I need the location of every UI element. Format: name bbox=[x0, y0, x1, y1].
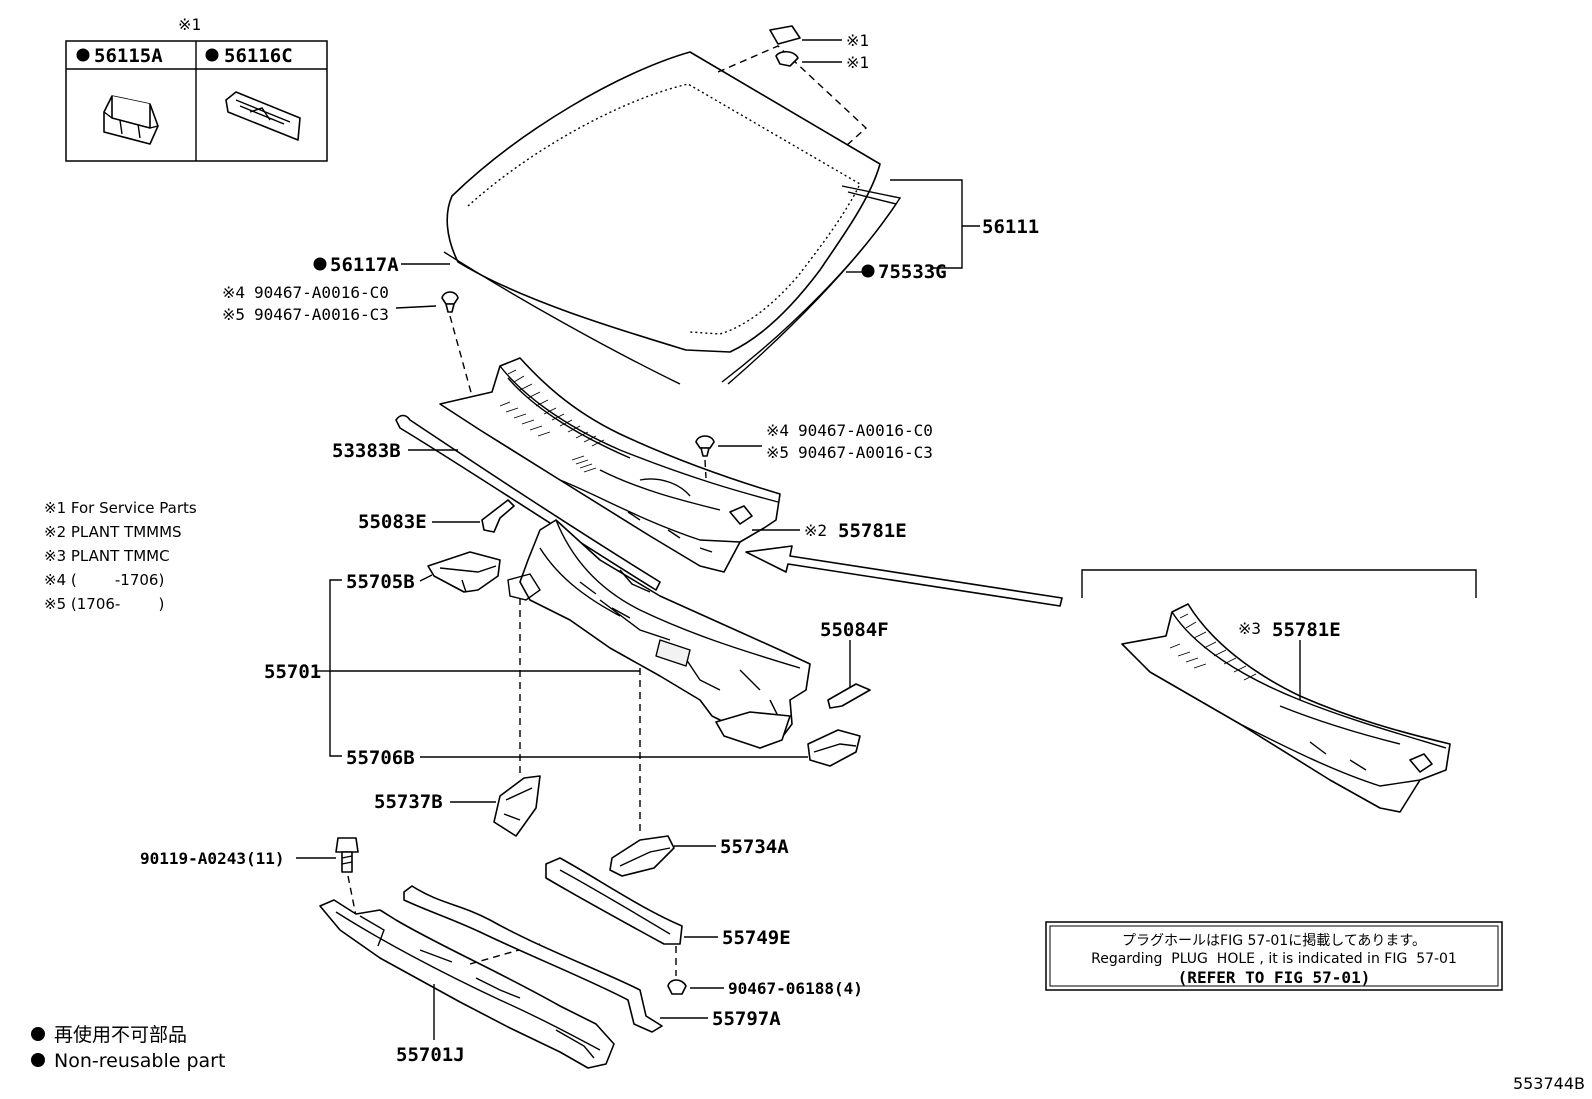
cowl-clip-a: ※4 90467-A0016-C0 ※5 90467-A0016-C3 bbox=[222, 283, 473, 397]
reference-line-3: (REFER TO FIG 57-01) bbox=[1178, 968, 1371, 987]
panel-extension-left bbox=[419, 551, 501, 593]
notes-list: ※1 For Service Parts ※2 PLANT TMMMS ※3 P… bbox=[44, 499, 197, 613]
cowl-clip-b: ※4 90467-A0016-C0 ※5 90467-A0016-C3 bbox=[695, 421, 933, 479]
callout-lower-panel: 55701J bbox=[396, 1044, 465, 1066]
clip-56115a-drawing bbox=[103, 95, 159, 145]
non-reusable-dot-icon bbox=[205, 48, 219, 62]
non-reusable-dot-icon bbox=[76, 48, 90, 62]
callout-clip-top-1: ※1 bbox=[846, 31, 869, 50]
reference-line-1: プラグホールはFIG 57-01に掲載してあります。 bbox=[1122, 933, 1426, 949]
callout-clip-b-note4: ※4 bbox=[766, 421, 789, 440]
lower-cowl-panel bbox=[319, 899, 615, 1069]
reference-box: プラグホールはFIG 57-01に掲載してあります。 Regarding PLU… bbox=[1045, 921, 1503, 991]
callout-brace-left: 55737B bbox=[374, 791, 443, 813]
inset-left-part: 56115A bbox=[94, 45, 163, 67]
callout-clip-a-part4: 90467-A0016-C0 bbox=[254, 283, 389, 302]
non-reusable-dot-icon bbox=[861, 264, 875, 278]
bracket-right bbox=[827, 640, 871, 709]
windshield-glass bbox=[443, 45, 902, 385]
callout-bracket-right: 55084F bbox=[820, 619, 889, 641]
note-1: ※1 For Service Parts bbox=[44, 499, 197, 517]
callout-panel-ext-right: 55706B bbox=[346, 747, 415, 769]
callout-molding-left: 56117A bbox=[330, 254, 399, 276]
cowl-seal bbox=[395, 414, 661, 591]
service-parts-inset: ※1 56115A 56116C bbox=[65, 15, 328, 162]
callout-seal: 53383B bbox=[332, 440, 401, 462]
note-3: ※3 PLANT TMMC bbox=[44, 547, 170, 565]
callout-seal-lower: 55797A bbox=[712, 1008, 781, 1030]
callout-windshield: 56111 bbox=[982, 216, 1039, 238]
brace-right bbox=[609, 835, 716, 877]
non-reusable-dot-icon bbox=[313, 257, 327, 271]
cowl-top-panel bbox=[439, 357, 781, 573]
alternative-view-arrow bbox=[745, 545, 1063, 607]
callout-clip-top-2: ※1 bbox=[846, 53, 869, 72]
callout-bolt: 90119-A0243(11) bbox=[140, 849, 285, 868]
callout-brace-right: 55734A bbox=[720, 836, 789, 858]
brace-left bbox=[450, 775, 541, 837]
bolt bbox=[296, 837, 359, 917]
callout-panel-assy: 55701 bbox=[264, 661, 321, 683]
note-5: ※5 (1706- ) bbox=[44, 595, 164, 613]
alternative-view bbox=[1081, 569, 1477, 813]
callout-clip-a-note5: ※5 bbox=[222, 305, 245, 324]
inset-header: ※1 bbox=[178, 15, 201, 34]
callout-molding-right: 75533G bbox=[878, 261, 947, 283]
callout-rail: 55749E bbox=[722, 927, 791, 949]
callout-clip-b-part4: 90467-A0016-C0 bbox=[798, 421, 933, 440]
non-reusable-dot-icon bbox=[31, 1027, 45, 1041]
callout-cowl-top: 55781E bbox=[838, 520, 907, 542]
callout-clip-a-part5: 90467-A0016-C3 bbox=[254, 305, 389, 324]
inset-right-part: 56116C bbox=[224, 45, 293, 67]
callout-clip-b-part5: 90467-A0016-C3 bbox=[798, 443, 933, 462]
bracket-left bbox=[432, 499, 515, 533]
callout-clip-b-note5: ※5 bbox=[766, 443, 789, 462]
sensor-clip-top: ※1 ※1 bbox=[769, 25, 869, 72]
callout-cowl-top-note: ※2 bbox=[804, 521, 827, 540]
clip-56116c-drawing bbox=[225, 91, 301, 141]
legend-line-2: Non-reusable part bbox=[54, 1050, 225, 1072]
callout-bracket-left: 55083E bbox=[358, 511, 427, 533]
callout-clip-a-note4: ※4 bbox=[222, 283, 245, 302]
callout-cowl-alt: 55781E bbox=[1272, 619, 1341, 641]
callout-panel-ext-left: 55705B bbox=[346, 571, 415, 593]
cowl-rail bbox=[545, 857, 718, 945]
figure-id: 553744B bbox=[1513, 1074, 1585, 1093]
callout-cowl-alt-note: ※3 bbox=[1238, 619, 1261, 638]
lower-seal bbox=[403, 885, 708, 1033]
clip-c bbox=[667, 946, 724, 995]
legend: 再使用不可部品 Non-reusable part bbox=[31, 1024, 225, 1072]
panel-extension-right bbox=[807, 729, 861, 767]
note-4: ※4 ( -1706) bbox=[44, 571, 164, 589]
note-2: ※2 PLANT TMMMS bbox=[44, 523, 182, 541]
reference-line-2: Regarding PLUG HOLE , it is indicated in… bbox=[1091, 951, 1457, 967]
non-reusable-dot-icon bbox=[31, 1053, 45, 1067]
legend-line-1: 再使用不可部品 bbox=[54, 1024, 187, 1046]
callout-clip-c: 90467-06188(4) bbox=[728, 979, 863, 998]
